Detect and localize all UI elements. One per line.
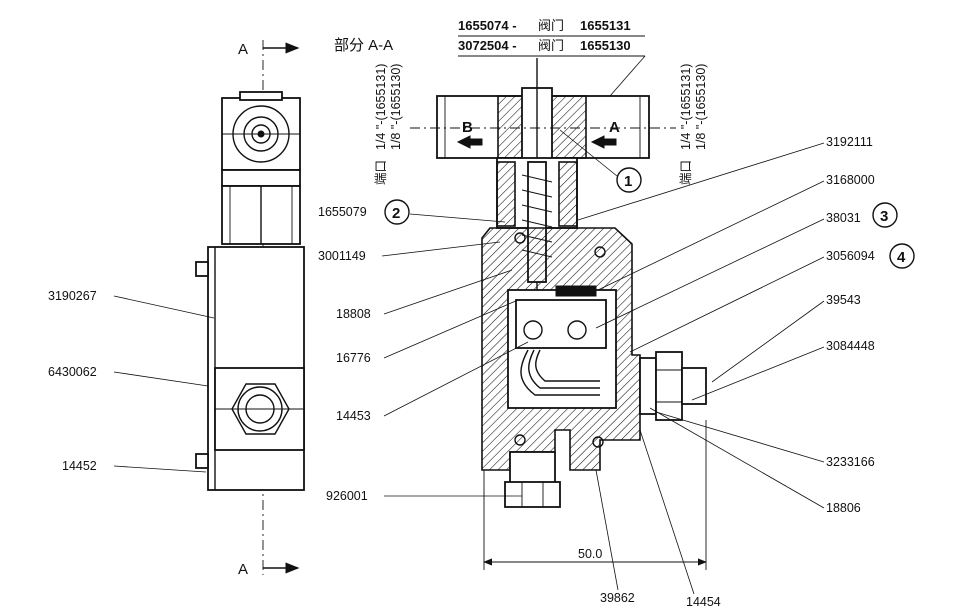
part-3192111: 3192111 — [826, 135, 873, 149]
section-title: 部分 A-A — [334, 37, 393, 54]
side-view: A A — [195, 40, 305, 578]
header-row1-alt: 1655131 — [580, 18, 631, 33]
section-cut-label-top: A — [238, 41, 248, 58]
svg-text:3: 3 — [880, 208, 888, 225]
callout-1: 1 — [559, 129, 642, 193]
port-label-a: A — [609, 119, 620, 136]
svg-text:1: 1 — [624, 173, 632, 190]
port-label-b: B — [462, 119, 473, 136]
svg-text:2: 2 — [392, 205, 400, 222]
header-row2-alt: 1655130 — [580, 38, 631, 53]
flow-arrow-a-icon — [590, 135, 617, 149]
cross-section-view: B A — [410, 58, 707, 570]
header-part-table: 1655074 - 阀门 1655131 3072504 - 阀门 165513… — [458, 18, 646, 97]
part-3233166: 3233166 — [826, 455, 875, 469]
part-14452: 14452 — [62, 459, 97, 473]
callout-3: 3 — [872, 202, 898, 228]
part-16776: 16776 — [336, 351, 371, 365]
part-3190267: 3190267 — [48, 289, 97, 303]
port-left-word: 端口 — [374, 160, 388, 185]
part-14453: 14453 — [336, 409, 371, 423]
part-3001149: 3001149 — [318, 249, 366, 263]
part-39862: 39862 — [600, 591, 635, 605]
port-right-word: 端口 — [679, 160, 693, 185]
header-row1-label: 阀门 — [538, 18, 564, 33]
port-left-size-2: 1/8 "-(1655130) — [389, 64, 403, 150]
callout-4: 4 — [889, 243, 915, 269]
header-row2-label: 阀门 — [538, 38, 564, 53]
port-left-size-1: 1/4 "-(1655131) — [374, 64, 388, 150]
part-6430062: 6430062 — [48, 365, 97, 379]
header-row1-part: 1655074 - — [458, 18, 517, 33]
part-3084448: 3084448 — [826, 339, 875, 353]
flow-arrow-b-icon — [456, 135, 483, 149]
port-right-size-1: 1/4 "-(1655131) — [679, 64, 693, 150]
callout-2: 2 — [384, 199, 410, 225]
svg-text:4: 4 — [897, 249, 906, 266]
part-38031: 38031 — [826, 211, 861, 225]
part-1655079: 1655079 — [318, 205, 367, 219]
part-18808: 18808 — [336, 307, 371, 321]
part-3056094: 3056094 — [826, 249, 875, 263]
header-row2-part: 3072504 - — [458, 38, 517, 53]
part-926001: 926001 — [326, 489, 368, 503]
part-3168000: 3168000 — [826, 173, 875, 187]
part-39543: 39543 — [826, 293, 861, 307]
part-14454: 14454 — [686, 595, 721, 609]
section-cut-label-bottom: A — [238, 561, 248, 578]
port-right-size-2: 1/8 "-(1655130) — [694, 64, 708, 150]
dimension-value: 50.0 — [578, 547, 602, 561]
part-18806: 18806 — [826, 501, 861, 515]
